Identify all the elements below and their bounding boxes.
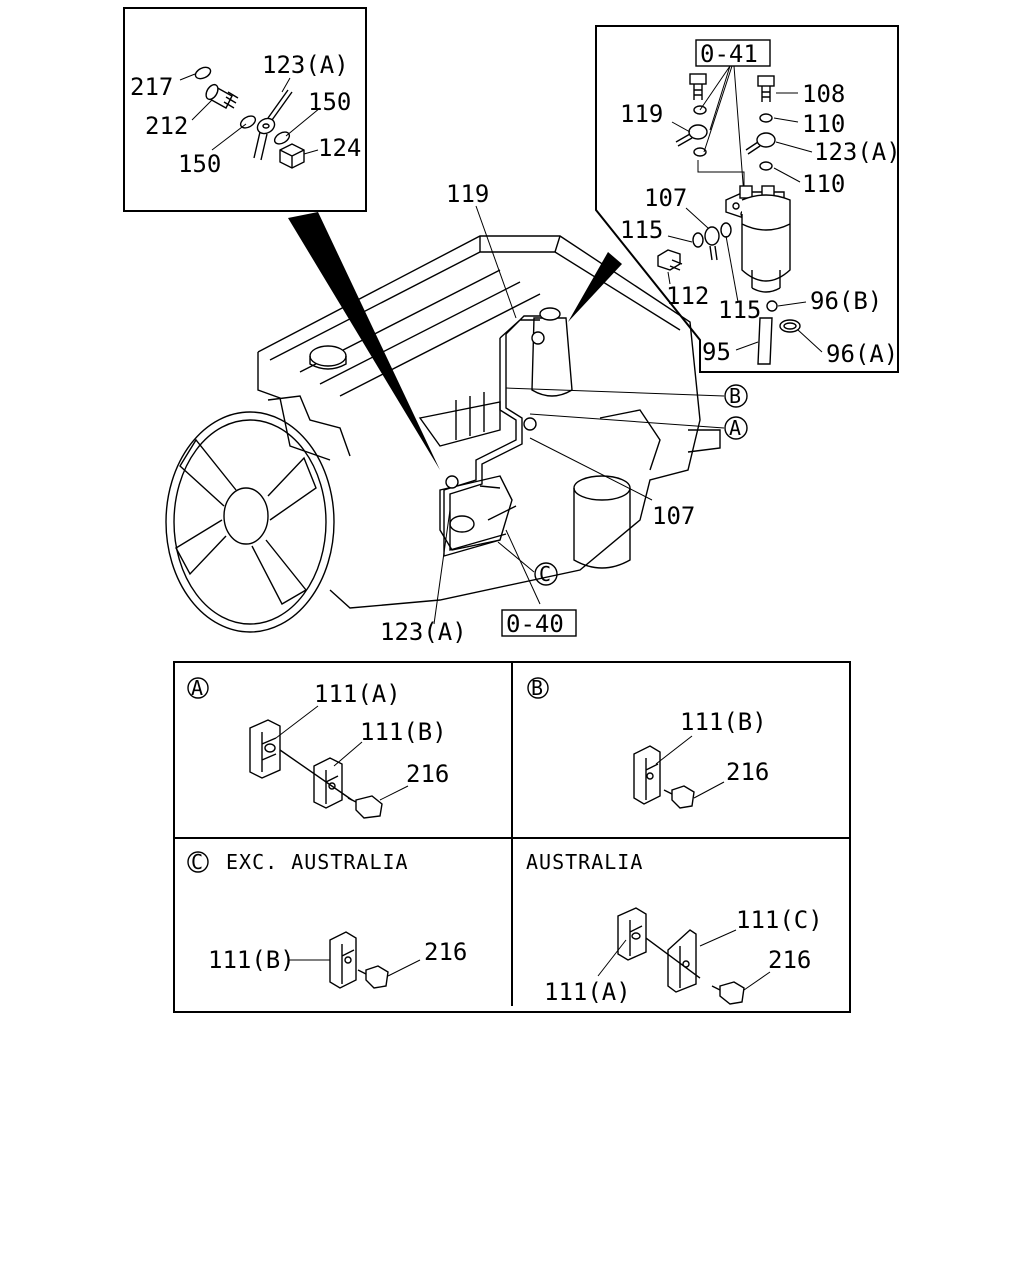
detail-c-callout-111b: 111(B) [208, 946, 295, 974]
callout-150-bottom: 150 [178, 150, 221, 178]
detail-c-title: EXC. AUSTRALIA [226, 850, 409, 874]
callout-212: 212 [145, 112, 188, 140]
eye-joint-119-part [675, 124, 708, 147]
svg-text:A: A [729, 416, 742, 440]
detail-australia: AUSTRALIA 111(C) 216 111(A) [526, 850, 823, 1006]
detail-australia-callout-111c: 111(C) [736, 906, 823, 934]
detail-b-callout-111b: 111(B) [680, 708, 767, 736]
inset-fitting-detail: 217 212 123(A) 150 150 124 [123, 7, 367, 212]
callout-110-top: 110 [802, 110, 845, 138]
callout-124: 124 [318, 134, 361, 162]
ref-0-41: 0-41 [700, 40, 758, 68]
oil-filter-part [573, 475, 631, 569]
bolt-108-part [757, 75, 775, 102]
marker-a: A [724, 416, 748, 440]
callout-123a-right: 123(A) [814, 138, 901, 166]
detail-a: A 111(A) 111(B) 216 [187, 676, 449, 819]
eye-joint-123a-part [253, 89, 293, 161]
cooling-fan [165, 411, 335, 633]
inset-filter-detail: 0-41 [595, 25, 901, 373]
callout-119-main: 119 [446, 180, 489, 208]
callout-107-main: 107 [652, 502, 695, 530]
callout-96a: 96(A) [826, 340, 898, 368]
nut-124-part [279, 143, 305, 169]
detail-a-callout-216: 216 [406, 760, 449, 788]
ref-0-40: 0-40 [506, 610, 564, 638]
detail-b-marker: B [531, 676, 544, 700]
svg-text:B: B [729, 384, 742, 408]
detail-a-marker: A [191, 676, 204, 700]
fitting-212-part [205, 83, 239, 109]
fuel-filter-part [725, 185, 791, 293]
detail-c: C EXC. AUSTRALIA 111(B) 216 [187, 850, 467, 989]
callout-110-bottom: 110 [802, 170, 845, 198]
marker-b: B [724, 384, 748, 408]
callout-95: 95 [702, 338, 731, 366]
inset-pointer-right [568, 252, 622, 322]
callout-115-left: 115 [620, 216, 663, 244]
callout-115-right: 115 [718, 296, 761, 324]
callout-96b: 96(B) [810, 287, 882, 315]
eye-joint-123a-right-part [745, 132, 776, 155]
bolt-small-top-left-part [689, 73, 707, 100]
eye-joint-107-right-part [704, 226, 720, 261]
detail-australia-callout-216: 216 [768, 946, 811, 974]
detail-a-callout-111a: 111(A) [314, 680, 401, 708]
bolt-112-part [657, 249, 683, 271]
svg-text:C: C [539, 562, 552, 586]
detail-b: B 111(B) 216 [527, 676, 769, 809]
engine-illustration [257, 235, 721, 609]
callout-108: 108 [802, 80, 845, 108]
callout-112: 112 [666, 282, 709, 310]
detail-a-callout-111b: 111(B) [360, 718, 447, 746]
callout-107-right: 107 [644, 184, 687, 212]
callout-123a-main: 123(A) [380, 618, 467, 646]
callout-123a-inset: 123(A) [262, 51, 349, 79]
detail-b-callout-216: 216 [726, 758, 769, 786]
inset-pointer-left [288, 212, 440, 470]
detail-c-callout-216: 216 [424, 938, 467, 966]
detail-australia-callout-111a: 111(A) [544, 978, 631, 1006]
clip-detail-grid [173, 661, 851, 1013]
marker-c: C [534, 562, 558, 586]
callout-217: 217 [130, 73, 173, 101]
detail-australia-title: AUSTRALIA [526, 850, 643, 874]
detail-c-marker: C [191, 850, 204, 874]
callout-150-top: 150 [308, 88, 351, 116]
callout-119-right: 119 [620, 100, 663, 128]
